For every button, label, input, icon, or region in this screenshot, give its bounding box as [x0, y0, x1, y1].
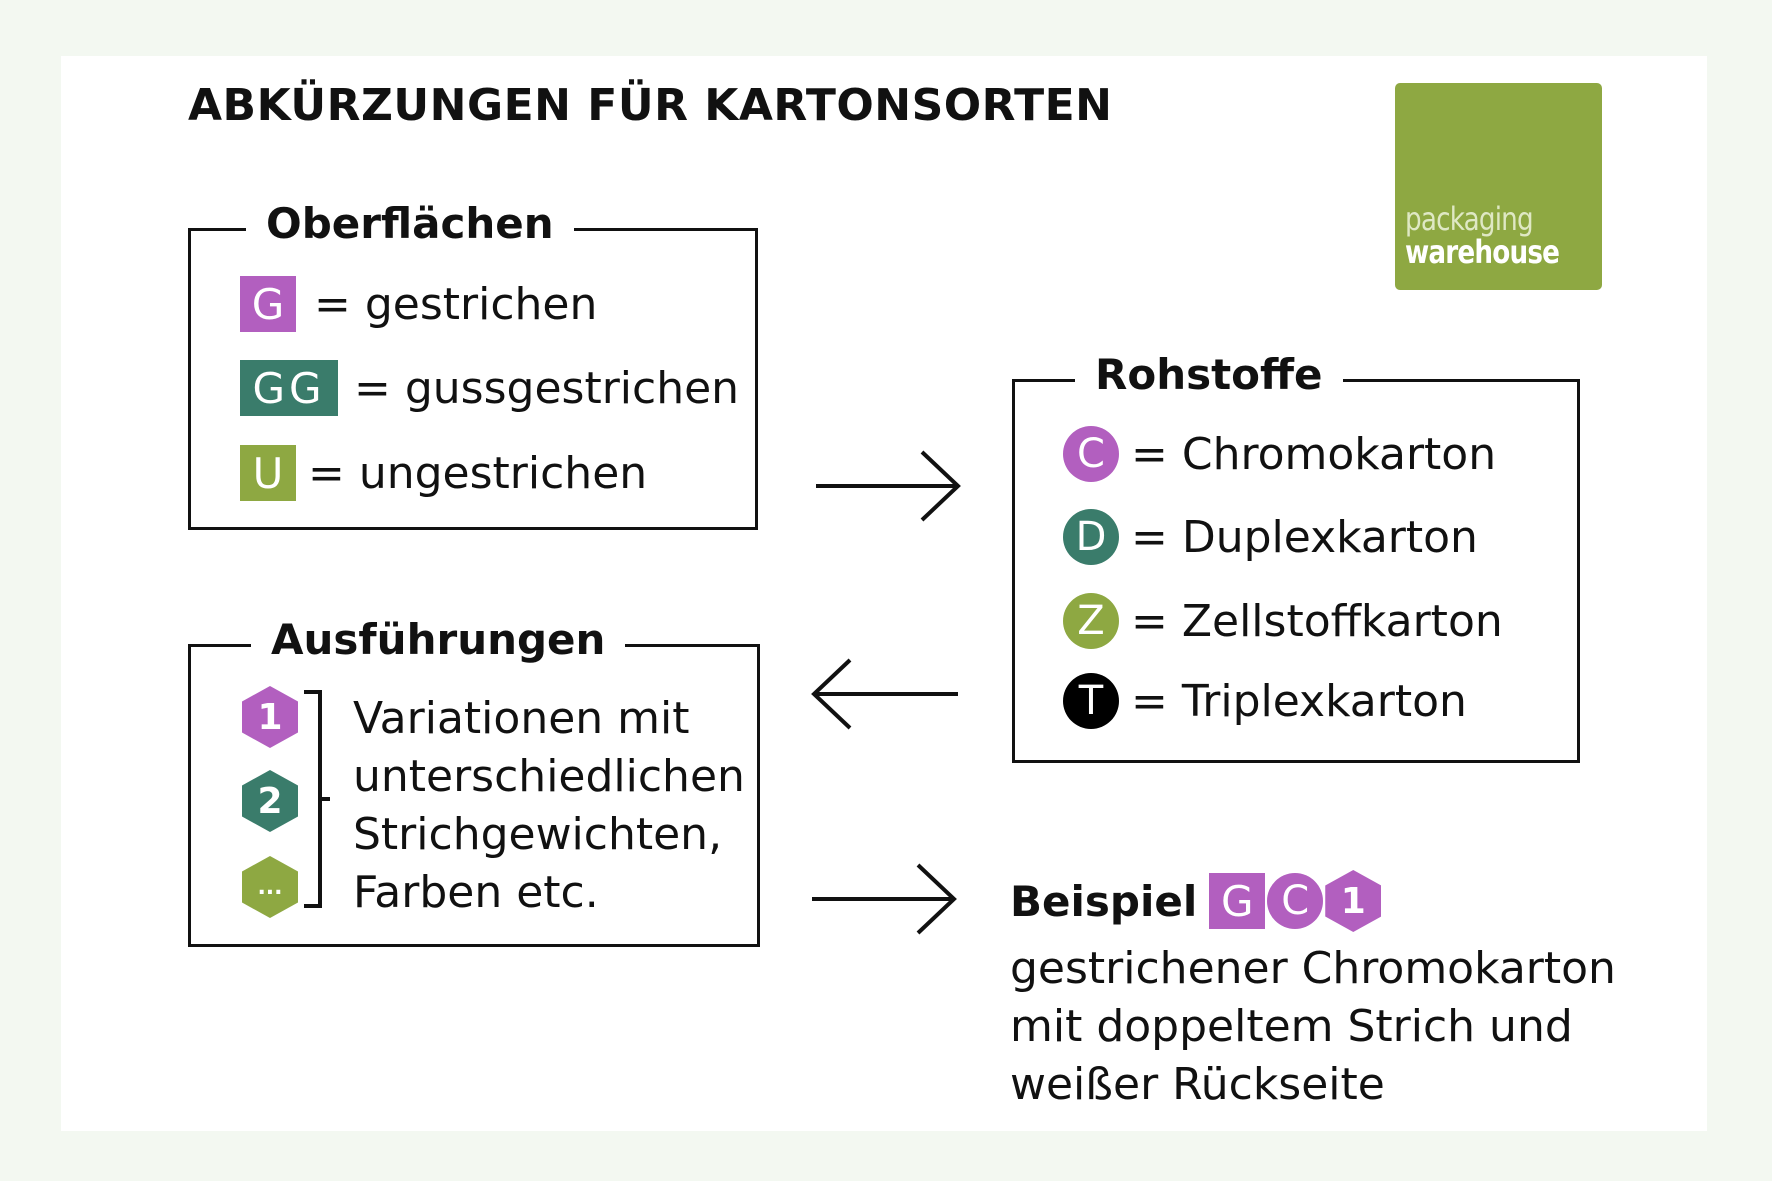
- example-line: gestrichener Chromokarton: [1010, 943, 1616, 994]
- surface-item-gestrichen: G = gestrichen: [240, 276, 597, 332]
- surface-label: = gussgestrichen: [354, 362, 740, 414]
- versions-description: Variationen mit unterschiedlichen Strich…: [353, 690, 745, 922]
- example-badge-c: C: [1267, 873, 1324, 929]
- surface-label: = gestrichen: [314, 278, 598, 330]
- bracket-icon: [304, 690, 330, 908]
- example-badge-g: G: [1209, 873, 1266, 929]
- versions-line: Variationen mit: [353, 693, 690, 744]
- surfaces-title: Oberflächen: [246, 199, 574, 248]
- raw-label: = Chromokarton: [1131, 428, 1497, 480]
- versions-title: Ausführungen: [251, 615, 626, 664]
- example-header: Beispiel G C 1: [1010, 870, 1382, 932]
- versions-line: unterschiedlichen: [353, 751, 745, 802]
- surface-label: = ungestrichen: [308, 447, 648, 499]
- raw-item-zellstoffkarton: Z = Zellstoffkarton: [1063, 593, 1503, 649]
- arrow-left-icon: [811, 658, 958, 730]
- versions-line: Strichgewichten,: [353, 809, 723, 860]
- raw-label: = Duplexkarton: [1131, 511, 1478, 563]
- badge-gg: GG: [240, 360, 338, 416]
- example-line: weißer Rückseite: [1010, 1059, 1385, 1110]
- example-line: mit doppeltem Strich und: [1010, 1001, 1573, 1052]
- surface-item-gussgestrichen: GG = gussgestrichen: [240, 360, 739, 416]
- raw-item-duplexkarton: D = Duplexkarton: [1063, 509, 1478, 565]
- example-label: Beispiel: [1010, 876, 1198, 926]
- badge-z: Z: [1063, 593, 1119, 649]
- raw-item-triplexkarton: T = Triplexkarton: [1063, 673, 1467, 729]
- badge-u: U: [240, 445, 296, 501]
- raw-materials-title: Rohstoffe: [1075, 350, 1343, 399]
- badge-c: C: [1063, 426, 1119, 482]
- surface-item-ungestrichen: U = ungestrichen: [240, 445, 647, 501]
- logo-line-2: warehouse: [1405, 233, 1560, 271]
- badge-t: T: [1063, 673, 1119, 729]
- badge-d: D: [1063, 509, 1119, 565]
- raw-label: = Triplexkarton: [1131, 675, 1467, 727]
- packaging-warehouse-logo: packaging warehouse: [1395, 83, 1602, 290]
- logo-line-1: packaging: [1405, 200, 1534, 238]
- raw-label: = Zellstoffkarton: [1131, 595, 1503, 647]
- versions-line: Farben etc.: [353, 867, 599, 918]
- page-title: ABKÜRZUNGEN FÜR KARTONSORTEN: [188, 80, 1113, 131]
- badge-g: G: [240, 276, 296, 332]
- raw-item-chromokarton: C = Chromokarton: [1063, 426, 1496, 482]
- arrow-right-icon: [816, 450, 961, 522]
- example-badge-1: 1: [1325, 870, 1382, 932]
- arrow-right-icon: [812, 863, 957, 935]
- example-description: gestrichener Chromokarton mit doppeltem …: [1010, 940, 1616, 1114]
